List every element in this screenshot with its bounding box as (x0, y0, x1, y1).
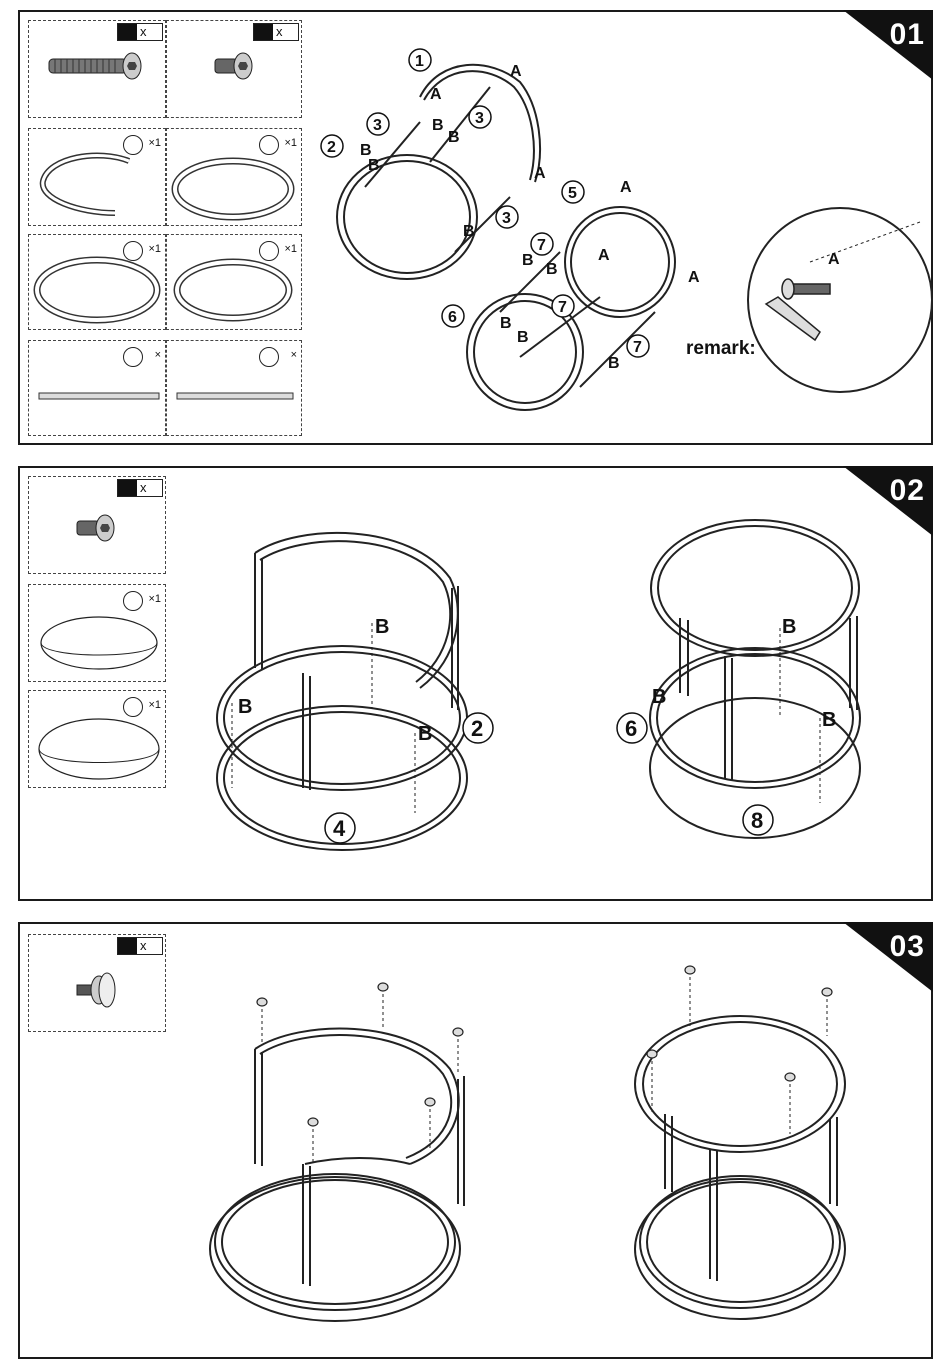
svg-text:A: A (510, 63, 522, 80)
svg-text:B: B (517, 329, 529, 346)
svg-text:B: B (522, 252, 534, 269)
svg-text:2: 2 (327, 139, 336, 156)
svg-text:B: B (608, 355, 620, 372)
svg-text:B: B (500, 315, 512, 332)
svg-text:B: B (652, 686, 666, 708)
svg-text:B: B (238, 696, 252, 718)
svg-text:6: 6 (448, 309, 457, 326)
svg-text:7: 7 (558, 299, 567, 316)
step-03-drawing (20, 924, 935, 1361)
svg-text:B: B (368, 157, 380, 174)
step-01-drawing: 1 2 3 3 3 5 6 7 7 7 A A A A A A A B (20, 12, 935, 447)
svg-text:1: 1 (415, 53, 424, 70)
step-01-panel: 01 x x ×1 ×1 (18, 10, 933, 445)
svg-text:A: A (534, 165, 546, 182)
step-03-panel: 03 x (18, 922, 933, 1359)
svg-text:B: B (546, 261, 558, 278)
svg-text:B: B (448, 129, 460, 146)
svg-text:B: B (375, 616, 389, 638)
svg-text:A: A (828, 251, 840, 268)
svg-text:2: 2 (471, 716, 483, 741)
svg-text:3: 3 (373, 117, 382, 134)
svg-text:B: B (822, 709, 836, 731)
svg-text:A: A (598, 247, 610, 264)
foot-pads (257, 966, 832, 1126)
step-02-panel: 02 x ×1 ×1 (18, 466, 933, 901)
svg-text:3: 3 (502, 210, 511, 227)
svg-text:4: 4 (333, 816, 346, 841)
svg-text:B: B (432, 117, 444, 134)
svg-text:3: 3 (475, 110, 484, 127)
svg-text:A: A (688, 269, 700, 286)
svg-text:7: 7 (633, 339, 642, 356)
svg-text:A: A (620, 179, 632, 196)
svg-text:B: B (782, 616, 796, 638)
remark-label: remark: (686, 338, 756, 360)
step-02-drawing: B B B B B B 4 2 6 8 (20, 468, 935, 903)
svg-text:6: 6 (625, 716, 637, 741)
svg-text:5: 5 (568, 185, 577, 202)
svg-text:B: B (463, 223, 475, 240)
svg-text:7: 7 (537, 237, 546, 254)
svg-text:8: 8 (751, 808, 763, 833)
svg-text:A: A (430, 86, 442, 103)
svg-text:B: B (418, 723, 432, 745)
